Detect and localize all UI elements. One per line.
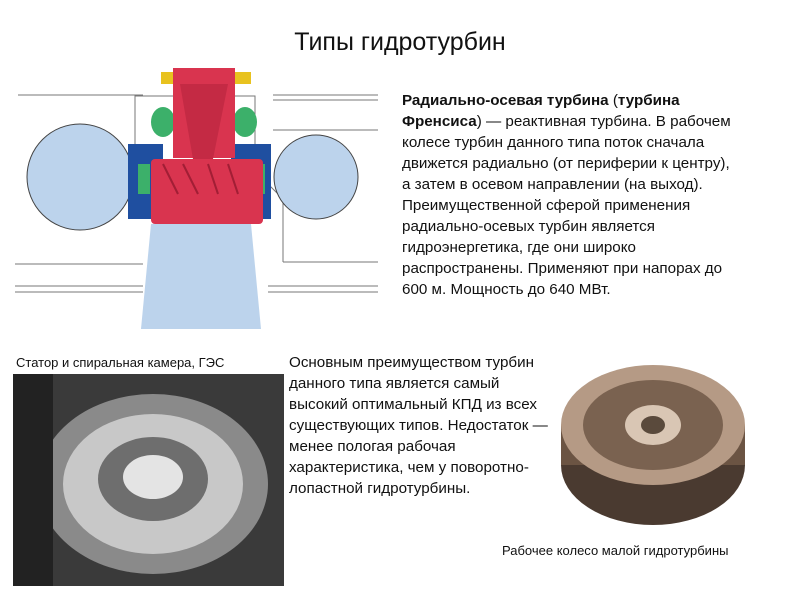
description-rest: ) — реактивная турбина. В рабочем колесе… bbox=[402, 113, 731, 298]
advantages-text: Основным преимуществом турбин данного ти… bbox=[289, 354, 548, 497]
stator-photo bbox=[13, 374, 284, 586]
spiral-case-right bbox=[273, 134, 359, 220]
term: Радиально-осевая турбина bbox=[402, 92, 609, 109]
spiral-case-left bbox=[26, 123, 134, 231]
runner bbox=[151, 159, 263, 224]
term-alt: турбина Френсиса bbox=[402, 92, 680, 130]
caption-stator: Статор и спиральная камера, ГЭС bbox=[16, 355, 225, 370]
runner-wheel-photo bbox=[561, 365, 745, 525]
slide-title: Типы гидротурбин bbox=[294, 28, 506, 56]
draft-tube bbox=[141, 224, 261, 329]
caption-wheel: Рабочее колесо малой гидротурбины bbox=[502, 543, 729, 558]
paren: ( bbox=[608, 92, 618, 109]
turbine-cross-section-diagram bbox=[15, 68, 378, 329]
main-description: Радиально-осевая турбина (турбина Френси… bbox=[402, 90, 742, 300]
